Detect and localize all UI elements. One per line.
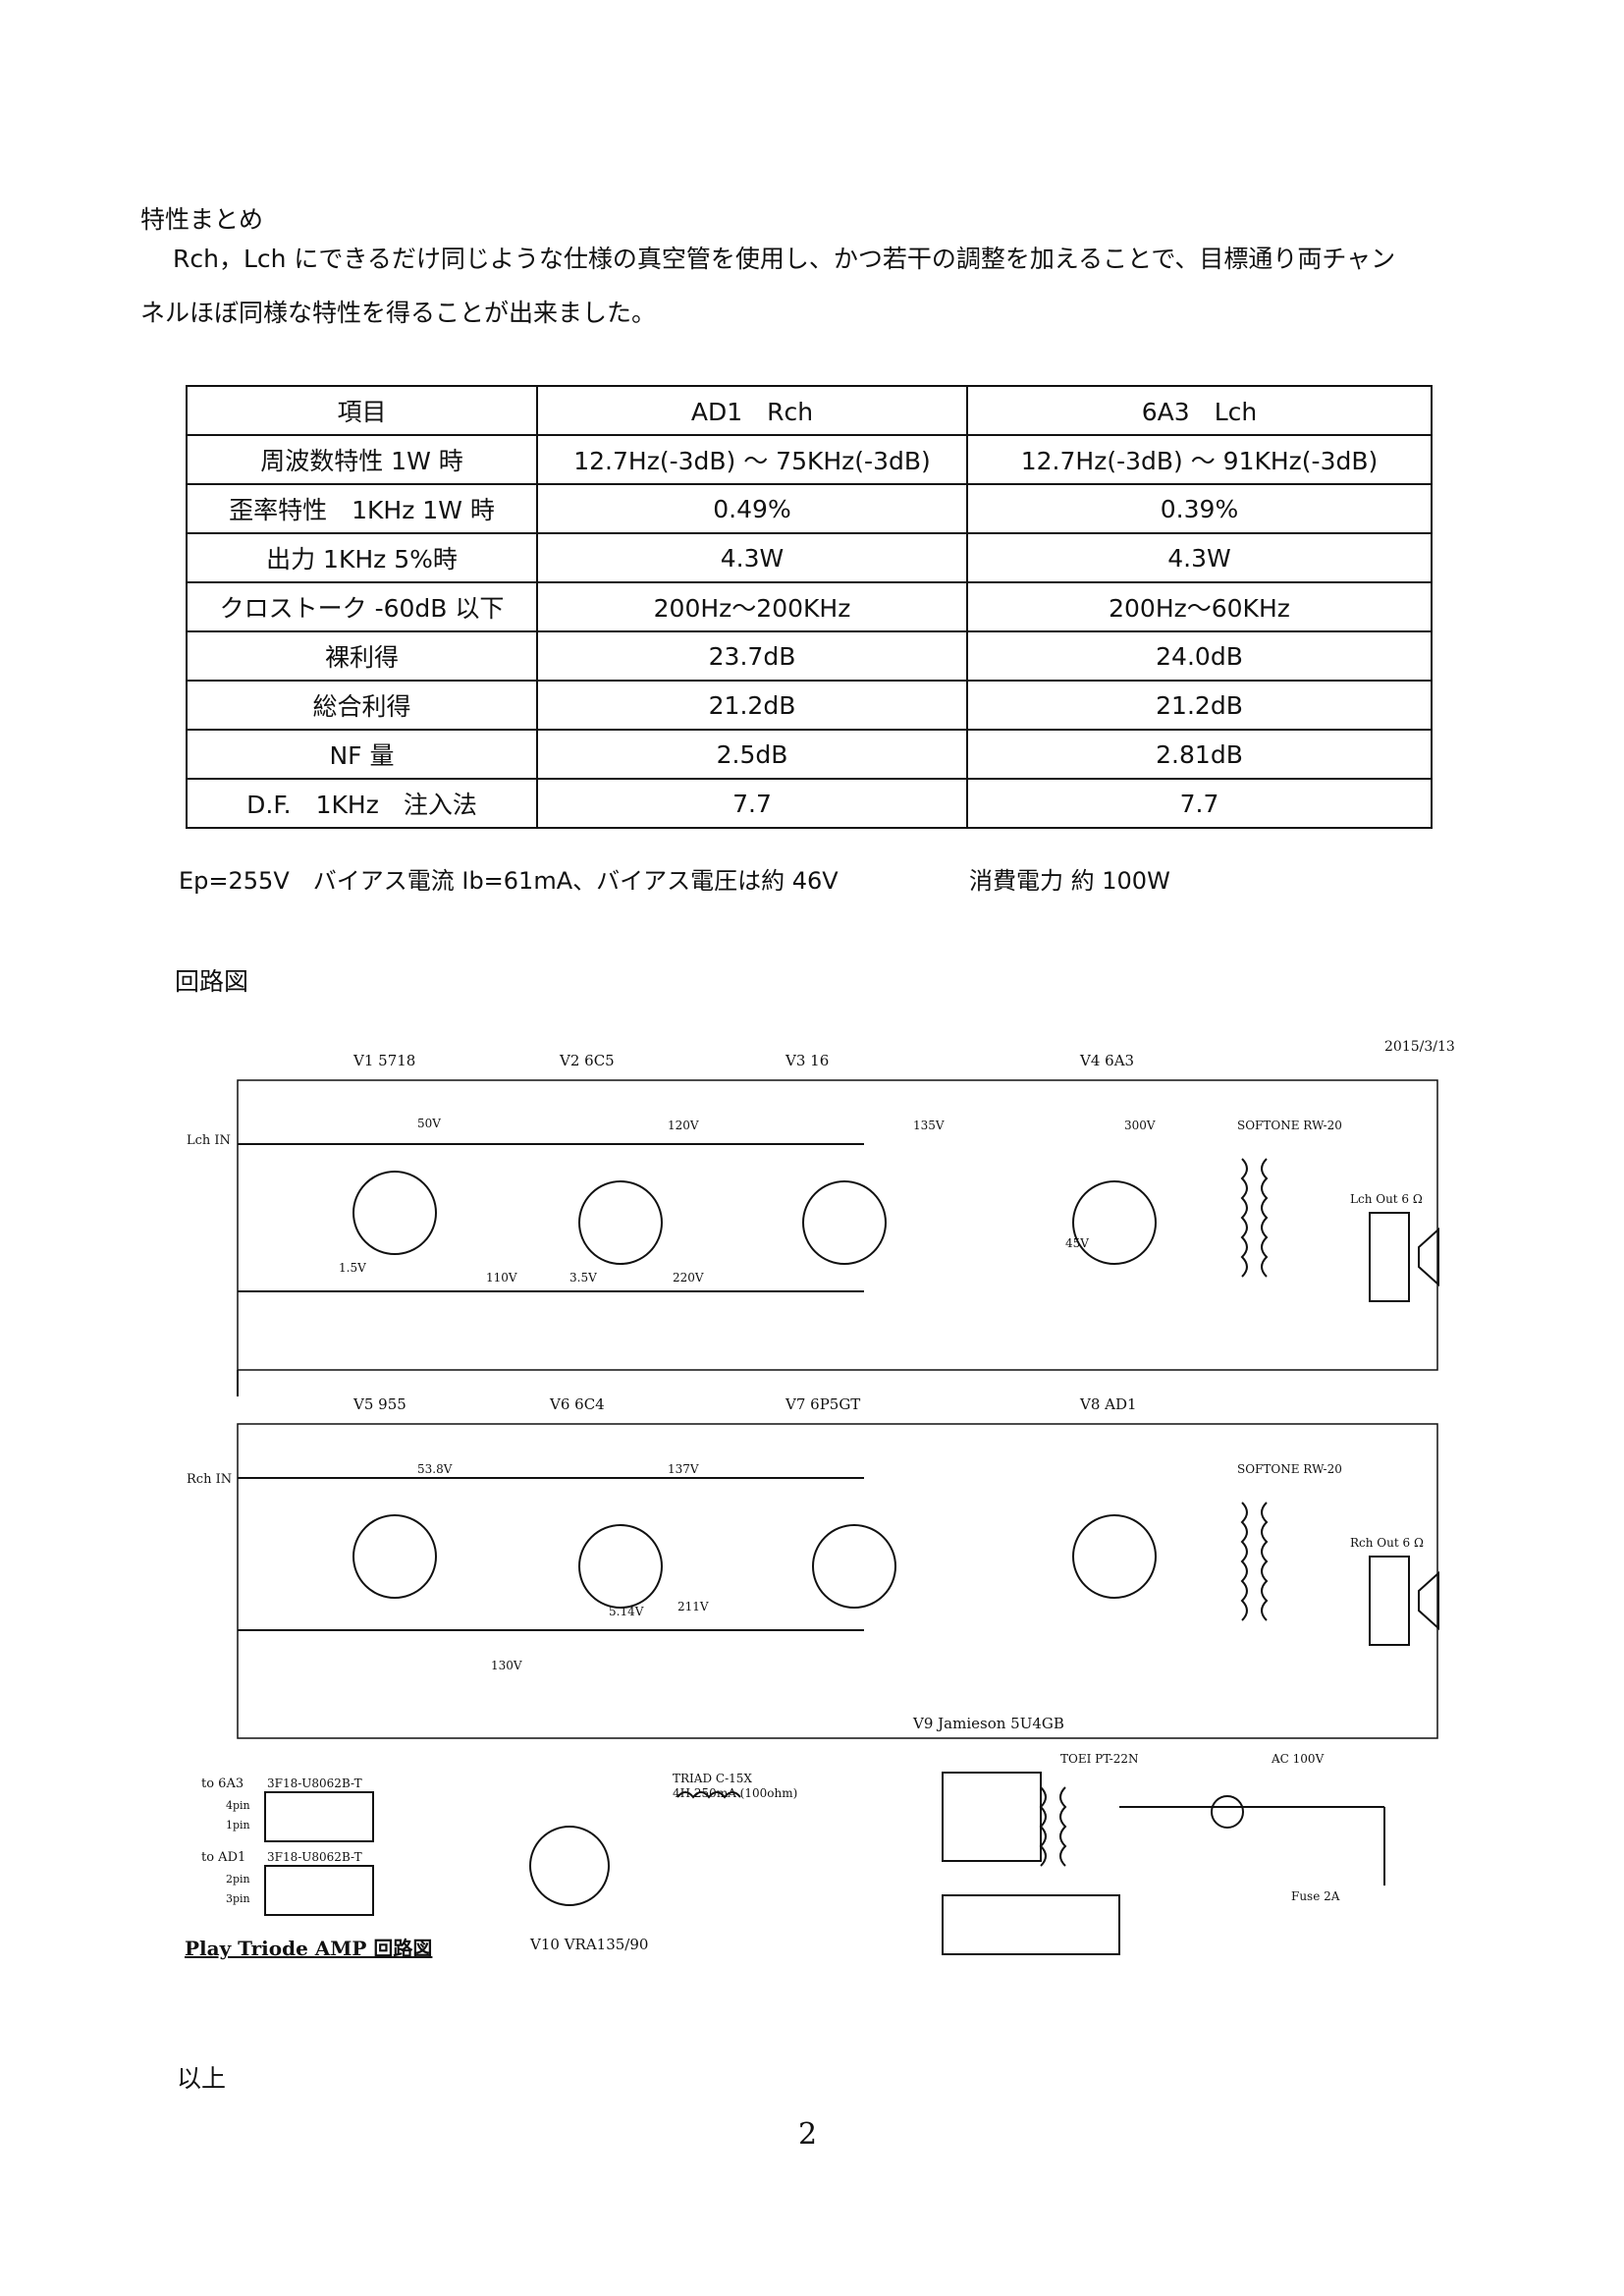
table-cell: AD1 Rch — [536, 385, 968, 436]
table-cell: 21.2dB — [966, 680, 1433, 731]
section-heading: 回路図 — [175, 967, 249, 996]
table-cell: 200Hz～200KHz — [536, 581, 968, 632]
table-cell: 2.81dB — [966, 729, 1433, 780]
table-cell: 21.2dB — [536, 680, 968, 731]
voltage-label: 53.8V — [417, 1462, 453, 1476]
table-cell: 23.7dB — [536, 630, 968, 682]
voltage-label: 3.5V — [569, 1271, 597, 1285]
converter-label: 3F18-U8062B-T — [267, 1850, 362, 1864]
row-label: 出力 1KHz 5%時 — [186, 532, 538, 583]
row-label: 裸利得 — [186, 630, 538, 682]
voltage-label: 120V — [668, 1119, 699, 1132]
transformer-label: SOFTONE RW-20 — [1237, 1462, 1342, 1476]
table-cell: 4.3W — [536, 532, 968, 583]
voltage-label: 50V — [417, 1117, 441, 1130]
footnote-power: 消費電力 約 100W — [969, 867, 1170, 895]
tube-label: V6 6C4 — [549, 1395, 605, 1413]
paragraph-line: ネルほぼ同様な特性を得ることが出来ました。 — [140, 299, 657, 327]
output-label: Rch Out 6 Ω — [1350, 1536, 1424, 1550]
tube-label: V10 VRA135/90 — [529, 1936, 648, 1953]
tube-label: V7 6P5GT — [785, 1395, 860, 1413]
row-label: 総合利得 — [186, 680, 538, 731]
pin-label: 1pin — [226, 1819, 250, 1831]
table-cell: 0.39% — [966, 483, 1433, 534]
output-label: Lch Out 6 Ω — [1350, 1192, 1423, 1206]
input-label: Rch IN — [187, 1472, 232, 1487]
voltage-label: 45V — [1065, 1236, 1089, 1250]
row-label: 歪率特性 1KHz 1W 時 — [186, 483, 538, 534]
ac-label: AC 100V — [1271, 1752, 1325, 1766]
table-cell: 7.7 — [536, 778, 968, 829]
tube-label: V9 Jamieson 5U4GB — [912, 1715, 1064, 1732]
choke-spec-label: 4H 250mA (100ohm) — [673, 1786, 797, 1800]
pin-label: 4pin — [226, 1799, 250, 1812]
row-label: NF 量 — [186, 729, 538, 780]
voltage-label: 1.5V — [339, 1261, 366, 1275]
section-heading: 特性まとめ — [140, 205, 264, 234]
row-label: クロストーク -60dB 以下 — [186, 581, 538, 632]
table-cell: 12.7Hz(-3dB) ～ 91KHz(-3dB) — [966, 434, 1433, 485]
voltage-label: 137V — [668, 1462, 699, 1476]
tube-label: V2 6C5 — [559, 1052, 615, 1069]
row-label: D.F. 1KHz 注入法 — [186, 778, 538, 829]
voltage-label: 110V — [486, 1271, 517, 1285]
choke-label: TRIAD C-15X — [673, 1772, 752, 1785]
table-cell: 7.7 — [966, 778, 1433, 829]
voltage-label: 220V — [673, 1271, 704, 1285]
power-transformer-label: TOEI PT-22N — [1060, 1752, 1139, 1766]
pin-label: 3pin — [226, 1892, 250, 1905]
tube-label: V4 6A3 — [1079, 1052, 1134, 1069]
footnote-bias: Ep=255V バイアス電流 Ib=61mA、バイアス電圧は約 46V — [179, 867, 839, 895]
voltage-label: 130V — [491, 1659, 522, 1672]
voltage-label: 300V — [1124, 1119, 1156, 1132]
table-cell: 4.3W — [966, 532, 1433, 583]
table-cell: 200Hz～60KHz — [966, 581, 1433, 632]
page-number: 2 — [798, 2117, 818, 2152]
table-cell: 24.0dB — [966, 630, 1433, 682]
table-cell: 6A3 Lch — [966, 385, 1433, 436]
row-label: 項目 — [186, 385, 538, 436]
power-label: to AD1 — [201, 1850, 245, 1865]
closing-text: 以上 — [177, 2064, 227, 2093]
schematic-date: 2015/3/13 — [1384, 1039, 1455, 1055]
transformer-label: SOFTONE RW-20 — [1237, 1119, 1342, 1132]
tube-label: V8 AD1 — [1079, 1395, 1137, 1413]
pin-label: 2pin — [226, 1873, 250, 1886]
table-cell: 12.7Hz(-3dB) ～ 75KHz(-3dB) — [536, 434, 968, 485]
fuse-label: Fuse 2A — [1291, 1889, 1340, 1903]
converter-label: 3F18-U8062B-T — [267, 1777, 362, 1790]
voltage-label: 5.14V — [609, 1605, 644, 1618]
input-label: Lch IN — [187, 1133, 231, 1148]
power-label: to 6A3 — [201, 1777, 244, 1791]
tube-label: V1 5718 — [352, 1052, 415, 1069]
table-cell: 2.5dB — [536, 729, 968, 780]
schematic-title: Play Triode AMP 回路図 — [185, 1937, 433, 1960]
row-label: 周波数特性 1W 時 — [186, 434, 538, 485]
tube-label: V5 955 — [352, 1395, 406, 1413]
tube-label: V3 16 — [785, 1052, 829, 1069]
voltage-label: 211V — [677, 1600, 709, 1613]
voltage-label: 135V — [913, 1119, 945, 1132]
table-cell: 0.49% — [536, 483, 968, 534]
paragraph-line: Rch，Lch にできるだけ同じような仕様の真空管を使用し、かつ若干の調整を加え… — [173, 245, 1396, 273]
